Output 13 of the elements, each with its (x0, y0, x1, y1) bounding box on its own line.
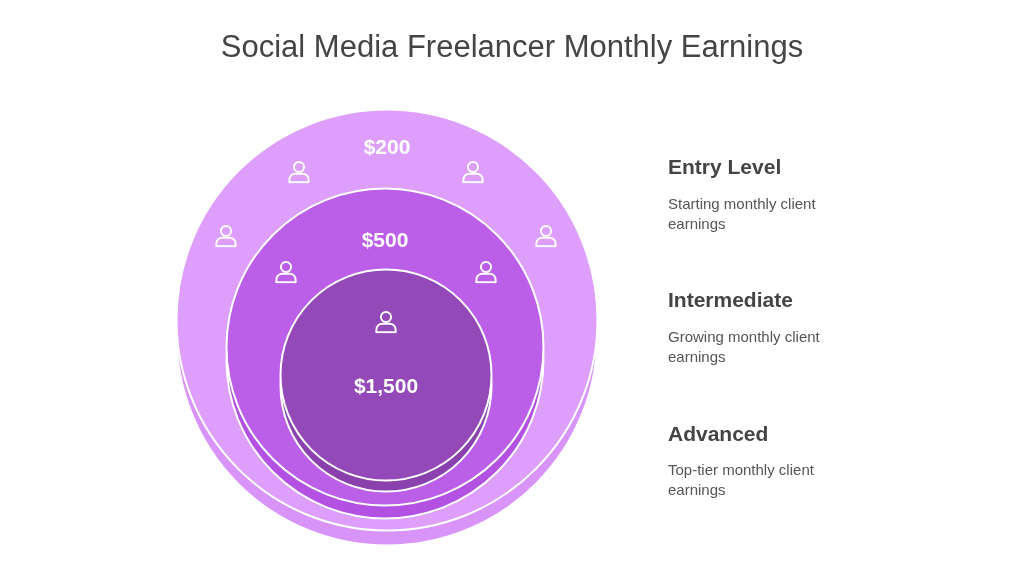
inner-disc (279, 268, 493, 493)
value-label: $1,500 (353, 374, 419, 398)
tier-description: Growing monthly client earnings (668, 327, 821, 367)
tier-heading: Entry Level (668, 154, 782, 180)
tier-heading: Advanced (668, 421, 769, 447)
middle-disc (225, 187, 545, 520)
tier-heading: Intermediate (668, 287, 793, 313)
tier-description: Starting monthly client earnings (668, 194, 817, 234)
outer-disc (175, 108, 599, 547)
value-label: $200 (363, 135, 411, 159)
tier-description: Top-tier monthly client earnings (668, 460, 815, 500)
title: Social Media Freelancer Monthly Earnings (219, 28, 805, 66)
value-label: $500 (361, 228, 409, 252)
